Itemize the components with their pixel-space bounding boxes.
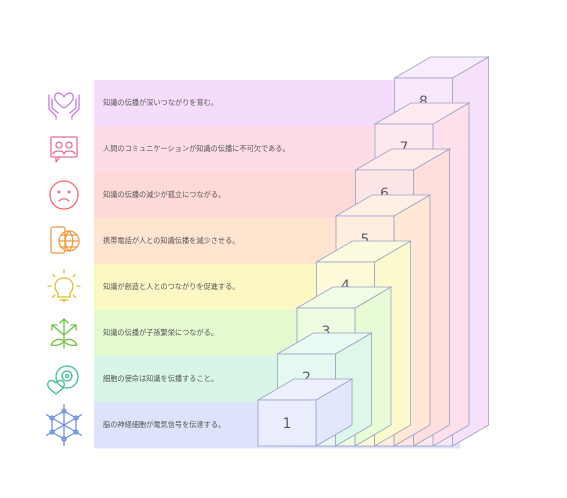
step-number-4: 4 bbox=[341, 278, 350, 294]
step-number-8: 8 bbox=[419, 94, 428, 110]
step-label-2: 細胞の使命は知識を伝播すること。 bbox=[103, 374, 219, 383]
sad-face-icon bbox=[49, 180, 79, 210]
step-label-1: 脳の神経細胞が電気信号を伝達する。 bbox=[103, 420, 226, 429]
step-number-5: 5 bbox=[361, 232, 370, 248]
step-label-6: 知識の伝播の減少が孤立につながる。 bbox=[103, 190, 226, 199]
step-number-2: 2 bbox=[302, 370, 311, 386]
step-number-7: 7 bbox=[400, 140, 409, 156]
stair-block-1: 1 bbox=[256, 378, 354, 447]
cell-heart-icon bbox=[47, 365, 79, 395]
step-label-8: 知識の伝播が深いつながりを育む。 bbox=[103, 98, 219, 107]
step-label-5: 携帯電話が人との知識伝播を減少させる。 bbox=[103, 236, 240, 245]
step-label-3: 知識の伝播が子孫繁栄につながる。 bbox=[103, 328, 219, 337]
step-label-4: 知識が創造と人とのつながりを促進する。 bbox=[103, 282, 240, 291]
neuron-network-icon bbox=[45, 404, 83, 446]
people-chat-icon bbox=[50, 136, 78, 163]
sprout-arrows-icon bbox=[50, 318, 78, 349]
step-number-6: 6 bbox=[380, 186, 389, 202]
step-label-7: 人間のコミュニケーションが知識の伝播に不可欠である。 bbox=[103, 144, 290, 153]
mobile-globe-icon bbox=[50, 226, 80, 254]
heart-hands-icon bbox=[48, 92, 80, 120]
step-number-1: 1 bbox=[283, 416, 292, 432]
lightbulb-gear-icon bbox=[47, 269, 81, 303]
step-number-3: 3 bbox=[322, 324, 331, 340]
